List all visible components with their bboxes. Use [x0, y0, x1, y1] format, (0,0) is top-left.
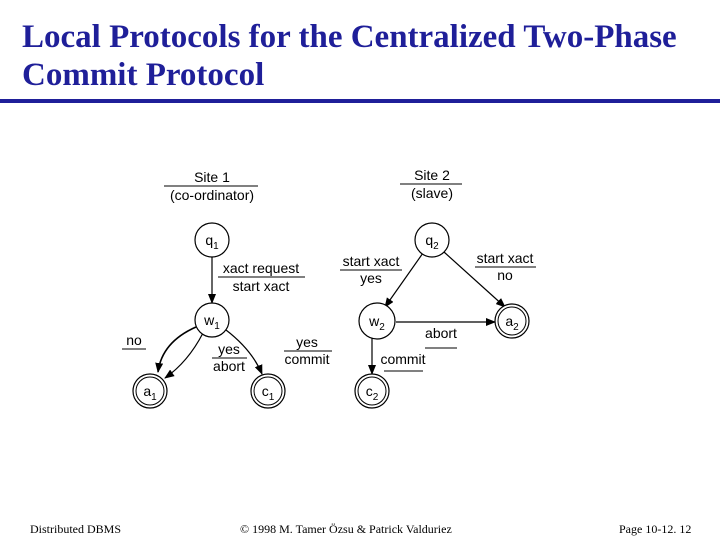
edge-w1-a1-abort [164, 332, 204, 379]
state-a2-final-ring [497, 306, 527, 336]
state-a1-label: a1 [143, 383, 157, 403]
state-a2 [494, 303, 530, 339]
state-c1 [250, 373, 286, 409]
label-w2-a2-input: abort [425, 325, 457, 341]
edge-q2-a2 [443, 251, 506, 308]
state-a2-label: a2 [505, 313, 519, 333]
state-c1-label: c1 [262, 383, 275, 403]
state-a1-final-ring [135, 376, 165, 406]
edge-w1-a1-no [155, 326, 197, 373]
state-w2 [358, 302, 396, 340]
state-c2-final-ring [357, 376, 387, 406]
label-w1-c1-input: yes [296, 334, 318, 350]
footer-right: Page 10-12. 12 [619, 522, 692, 536]
footer-center: © 1998 M. Tamer Özsu & Patrick Valduriez [240, 522, 452, 536]
state-c1-final-ring [253, 376, 283, 406]
site2-role: (slave) [411, 185, 453, 201]
label-w1-a1-abort-input: yes [218, 341, 240, 357]
edge-q2-w2 [384, 252, 424, 308]
label-q2-a2-output: no [497, 267, 513, 283]
state-q1-label: q1 [205, 232, 219, 252]
state-q1 [194, 222, 230, 258]
label-q1-w1-input: xact request [223, 260, 299, 276]
edge-w1-c1 [225, 329, 263, 375]
footer-left: Distributed DBMS [30, 522, 122, 536]
state-a1 [132, 373, 168, 409]
state-c2 [354, 373, 390, 409]
site1-role: (co-ordinator) [170, 187, 254, 203]
label-q1-w1-output: start xact [233, 278, 290, 294]
state-w2-label: w2 [368, 313, 385, 333]
state-w1-label: w1 [203, 312, 220, 332]
state-w1 [194, 302, 230, 338]
state-q2 [414, 222, 450, 258]
label-q2-w2-output: yes [360, 270, 382, 286]
label-w1-a1-no-input: no [126, 332, 142, 348]
title-rule [0, 99, 720, 103]
label-w1-c1-output: commit [284, 351, 329, 367]
label-w2-c2-input: commit [380, 351, 425, 367]
label-q2-w2-input: start xact [343, 253, 400, 269]
state-q2-label: q2 [425, 232, 439, 252]
label-q2-a2-input: start xact [477, 250, 534, 266]
label-w1-a1-abort-output: abort [213, 358, 245, 374]
site2-name: Site 2 [414, 167, 450, 183]
site1-name: Site 1 [194, 169, 230, 185]
slide-title: Local Protocols for the Centralized Two-… [22, 19, 677, 93]
state-c2-label: c2 [366, 383, 379, 403]
